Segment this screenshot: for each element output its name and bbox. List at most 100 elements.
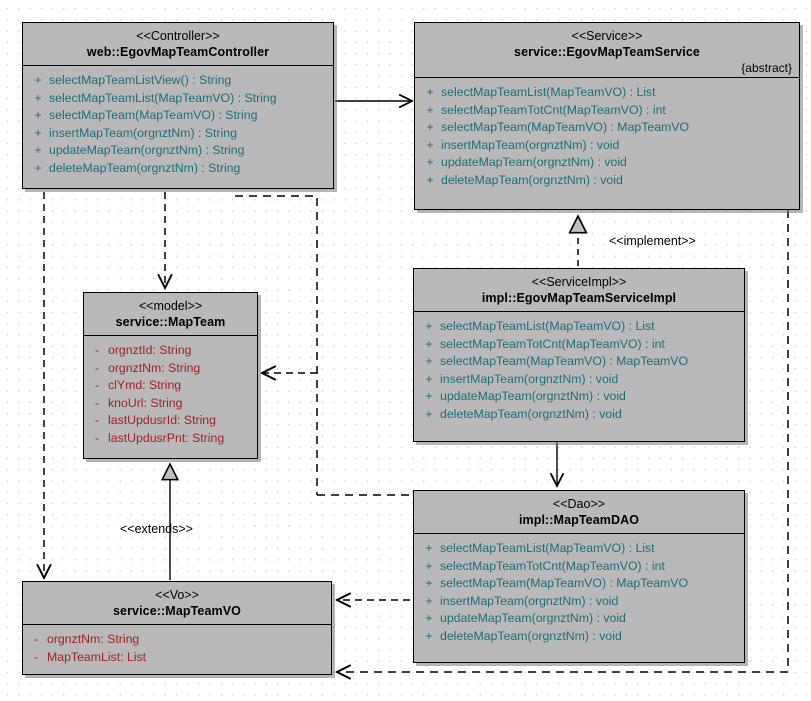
class-member: + insertMapTeam(orgnztNm) : String (27, 125, 329, 143)
member-signature: orgnztNm: String (47, 632, 140, 646)
class-member: + selectMapTeamTotCnt(MapTeamVO) : int (418, 336, 740, 354)
visibility-marker: - (94, 430, 100, 445)
class-box-vo[interactable]: <<Vo>> service::MapTeamVO - orgnztNm: St… (22, 581, 332, 675)
class-box-model[interactable]: <<model>> service::MapTeam - orgnztId: S… (83, 292, 258, 459)
class-header-vo: <<Vo>> service::MapTeamVO (23, 582, 331, 625)
member-signature: selectMapTeamListView() : String (49, 73, 232, 87)
class-member: + updateMapTeam(orgnztNm) : void (419, 154, 795, 172)
class-member: + deleteMapTeam(orgnztNm) : void (419, 172, 795, 190)
member-signature: selectMapTeamTotCnt(MapTeamVO) : int (440, 558, 665, 573)
class-member: + selectMapTeam(MapTeamVO) : MapTeamVO (418, 575, 740, 593)
member-signature: deleteMapTeam(orgnztNm) : void (440, 406, 622, 421)
visibility-marker: + (425, 406, 433, 421)
visibility-marker: + (34, 73, 42, 87)
member-signature: selectMapTeamList(MapTeamVO) : List (440, 319, 655, 333)
class-box-service-impl[interactable]: <<ServiceImpl>> impl::EgovMapTeamService… (413, 268, 745, 442)
member-signature: insertMapTeam(orgnztNm) : void (440, 593, 619, 608)
visibility-marker: - (94, 378, 100, 393)
class-members-service-impl: + selectMapTeamList(MapTeamVO) : List + … (414, 312, 744, 431)
stereotype-controller: <<Controller>> (136, 29, 220, 43)
visibility-marker: + (425, 336, 433, 351)
visibility-marker: - (33, 649, 39, 664)
visibility-marker: + (426, 172, 434, 187)
abstract-modifier: {abstract} (741, 61, 792, 75)
member-signature: selectMapTeam(MapTeamVO) : MapTeamVO (440, 576, 689, 591)
member-signature: selectMapTeamList(MapTeamVO) : List (440, 541, 655, 555)
class-member: + insertMapTeam(orgnztNm) : void (418, 593, 740, 611)
class-member: + selectMapTeamTotCnt(MapTeamVO) : int (418, 558, 740, 576)
member-signature: MapTeamList: List (47, 649, 147, 664)
class-member: + updateMapTeam(orgnztNm) : void (418, 388, 740, 406)
class-member: + selectMapTeamListView() : String (27, 72, 329, 90)
visibility-marker: + (426, 137, 434, 152)
visibility-marker: + (425, 576, 433, 591)
class-member: + selectMapTeamList(MapTeamVO) : List (418, 540, 740, 558)
edge-label-implement: <<implement>> (609, 234, 696, 248)
member-signature: insertMapTeam(orgnztNm) : String (49, 125, 237, 140)
member-signature: updateMapTeam(orgnztNm) : void (441, 155, 627, 170)
member-signature: deleteMapTeam(orgnztNm) : String (49, 160, 241, 175)
member-signature: selectMapTeamList(MapTeamVO) : String (49, 90, 277, 105)
visibility-marker: + (425, 593, 433, 608)
class-box-controller[interactable]: <<Controller>> web::EgovMapTeamControlle… (22, 22, 334, 189)
class-member: + insertMapTeam(orgnztNm) : void (418, 371, 740, 389)
member-signature: selectMapTeamList(MapTeamVO) : List (441, 85, 656, 99)
edge-label-extends: <<extends>> (120, 522, 193, 536)
visibility-marker: + (425, 611, 433, 626)
visibility-marker: + (34, 160, 42, 175)
stereotype-vo: <<Vo>> (155, 588, 199, 602)
visibility-marker: + (426, 102, 434, 117)
class-member: - orgnztNm: String (25, 631, 327, 649)
class-member: + selectMapTeam(MapTeamVO) : MapTeamVO (418, 353, 740, 371)
visibility-marker: + (34, 143, 42, 158)
class-members-vo: - orgnztNm: String - MapTeamList: List (23, 625, 331, 673)
member-signature: knoUrl: String (108, 395, 183, 410)
class-name-vo: service::MapTeamVO (112, 604, 241, 618)
class-member: + updateMapTeam(orgnztNm) : void (418, 610, 740, 628)
class-name-controller: web::EgovMapTeamController (86, 45, 270, 59)
class-member: + selectMapTeamList(MapTeamVO) : List (418, 318, 740, 336)
member-signature: lastUpdusrPnt: String (108, 430, 225, 445)
visibility-marker: + (425, 389, 433, 404)
visibility-marker: + (425, 558, 433, 573)
member-signature: selectMapTeamTotCnt(MapTeamVO) : int (440, 336, 665, 351)
class-member: - knoUrl: String (86, 395, 253, 413)
visibility-marker: + (426, 85, 434, 99)
visibility-marker: + (34, 125, 42, 140)
class-member: - lastUpdusrId: String (86, 412, 253, 430)
member-signature: orgnztNm: String (108, 360, 201, 375)
class-member: + deleteMapTeam(orgnztNm) : String (27, 160, 329, 178)
class-member: + insertMapTeam(orgnztNm) : void (419, 137, 795, 155)
edge-service-to-vo (337, 210, 789, 672)
member-signature: selectMapTeamTotCnt(MapTeamVO) : int (441, 102, 666, 117)
class-member: - orgnztId: String (86, 342, 253, 360)
class-member: + selectMapTeamTotCnt(MapTeamVO) : int (419, 102, 795, 120)
member-signature: selectMapTeam(MapTeamVO) : String (49, 108, 258, 123)
class-members-model: - orgnztId: String - orgnztNm: String - … (84, 336, 257, 455)
class-name-model: service::MapTeam (115, 315, 226, 329)
class-member: + selectMapTeam(MapTeamVO) : String (27, 107, 329, 125)
class-member: - clYmd: String (86, 377, 253, 395)
class-member: + selectMapTeamList(MapTeamVO) : String (27, 90, 329, 108)
class-member: - orgnztNm: String (86, 360, 253, 378)
class-member: - lastUpdusrPnt: String (86, 430, 253, 448)
visibility-marker: - (94, 395, 100, 410)
class-member: + selectMapTeamList(MapTeamVO) : List (419, 84, 795, 102)
class-name-service: service::EgovMapTeamService (514, 45, 700, 59)
stereotype-dao: <<Dao>> (552, 497, 606, 511)
visibility-marker: + (34, 90, 42, 105)
member-signature: deleteMapTeam(orgnztNm) : void (440, 628, 622, 643)
class-header-service: <<Service>> service::EgovMapTeamService … (415, 23, 799, 78)
class-member: - MapTeamList: List (25, 649, 327, 667)
edge-controller-trunk (235, 195, 318, 495)
class-box-dao[interactable]: <<Dao>> impl::MapTeamDAO + selectMapTeam… (413, 490, 745, 663)
visibility-marker: + (34, 108, 42, 123)
member-signature: updateMapTeam(orgnztNm) : void (440, 611, 626, 626)
visibility-marker: + (425, 319, 433, 333)
member-signature: updateMapTeam(orgnztNm) : void (440, 389, 626, 404)
class-member: + updateMapTeam(orgnztNm) : String (27, 142, 329, 160)
class-box-service[interactable]: <<Service>> service::EgovMapTeamService … (414, 22, 800, 210)
class-members-service: + selectMapTeamList(MapTeamVO) : List + … (415, 78, 799, 197)
member-signature: deleteMapTeam(orgnztNm) : void (441, 172, 623, 187)
